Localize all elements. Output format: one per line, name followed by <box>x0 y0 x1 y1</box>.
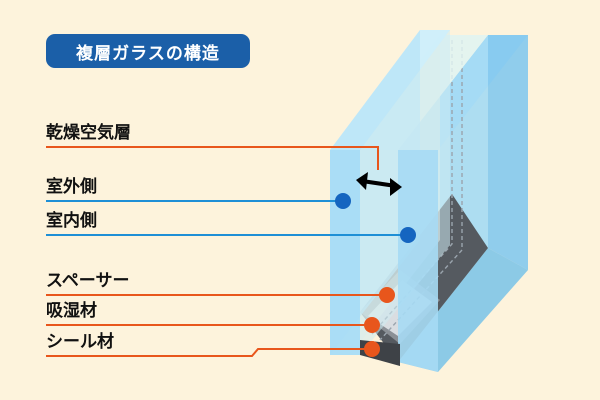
label-indoor: 室内側 <box>46 211 97 231</box>
label-desiccant: 吸湿材 <box>46 301 97 321</box>
inner-glass-side <box>488 35 528 270</box>
title-badge: 複層ガラスの構造 <box>46 34 250 68</box>
marker-spacer <box>379 287 395 303</box>
marker-outdoor <box>335 193 351 209</box>
leader-air-layer <box>46 146 379 170</box>
label-spacer: スペーサー <box>46 271 130 291</box>
label-air-layer: 乾燥空気層 <box>46 123 131 143</box>
marker-sealant <box>364 341 380 357</box>
inner-glass-front-edge <box>398 150 438 372</box>
marker-desiccant <box>364 317 380 333</box>
spacer-dashed-outline <box>379 40 463 341</box>
air-gap-arrowhead-right <box>390 178 402 196</box>
spacer-dashed-outline-2 <box>371 40 453 335</box>
leader-sealant <box>46 348 372 357</box>
label-sealant: シール材 <box>46 332 114 352</box>
label-outdoor: 室外側 <box>46 177 97 197</box>
air-gap-arrowhead-left <box>356 172 368 190</box>
marker-indoor <box>400 227 416 243</box>
